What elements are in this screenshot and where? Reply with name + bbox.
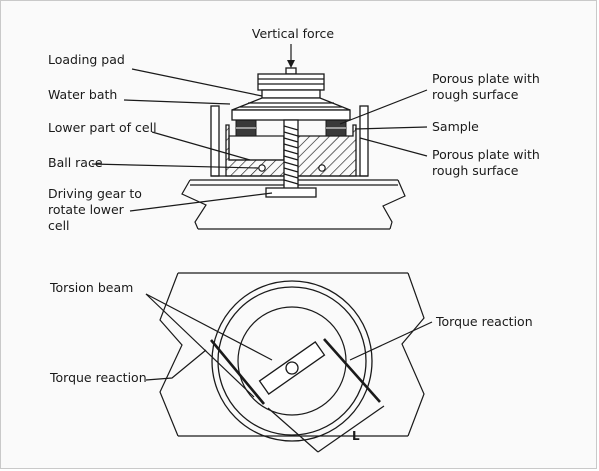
torque-reaction-bars (209, 338, 381, 405)
label-driving-gear-1: Driving gear to (48, 186, 142, 201)
plan-leaders (145, 293, 433, 398)
cell-circle (237, 306, 347, 416)
plan-view: Torsion beam Torque reaction Torque reac… (49, 272, 533, 453)
label-loading-pad: Loading pad (48, 52, 125, 67)
label-water-bath: Water bath (48, 87, 117, 102)
ball-race (258, 164, 326, 172)
label-sample: Sample (432, 119, 479, 134)
label-torque-reaction-left: Torque reaction (49, 370, 147, 385)
label-porous-plate-top-2: rough surface (432, 87, 519, 102)
label-porous-plate-bottom-1: Porous plate with (432, 147, 540, 162)
section-view: Vertical force Loading pad Water bath Lo… (48, 26, 540, 233)
label-torsion-beam: Torsion beam (49, 280, 133, 295)
label-porous-plate-bottom-2: rough surface (432, 163, 519, 178)
section-leaders (91, 68, 428, 212)
label-driving-gear-2: rotate lower (48, 202, 125, 217)
label-porous-plate-top-1: Porous plate with (432, 71, 540, 86)
label-vertical-force: Vertical force (252, 26, 335, 41)
label-driving-gear-3: cell (48, 218, 70, 233)
loading-pad (231, 67, 351, 121)
label-ball-race: Ball race (48, 155, 103, 170)
torsion-beam (258, 341, 326, 395)
label-lower-part-of-cell: Lower part of cell (48, 120, 157, 135)
length-dimension (267, 405, 385, 453)
inner-ring (217, 286, 367, 436)
vertical-force-arrow (287, 44, 295, 68)
driving-gear (265, 187, 317, 198)
outer-ring (211, 280, 373, 442)
label-torque-reaction-right: Torque reaction (435, 314, 533, 329)
drive-shaft (283, 119, 299, 191)
label-length-l: L (352, 429, 360, 443)
